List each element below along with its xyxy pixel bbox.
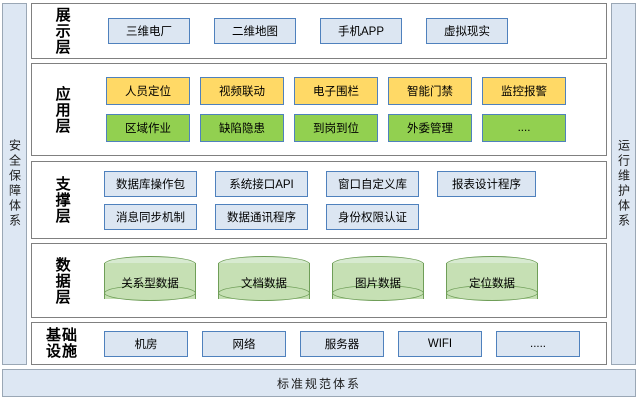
layer-support-label: 支撑层	[53, 176, 71, 224]
node-report-design-program[interactable]: 报表设计程序	[437, 170, 536, 197]
layer-application-body: 人员定位 视频联动 电子围栏 智能门禁 监控报警 区域作业 缺陷隐患 到岗到位 …	[92, 64, 606, 155]
layer-presentation-label: 展示层	[53, 7, 71, 55]
layer-data-label: 数据层	[53, 256, 71, 305]
layer-infrastructure-body: 机房 网络 服务器 WIFI .....	[92, 323, 606, 364]
bottom-panel-standards: 标准规范体系	[2, 369, 636, 397]
cylinder-image-data[interactable]: 图片数据	[332, 255, 424, 306]
node-server-room[interactable]: 机房	[104, 330, 188, 357]
node-system-interface-api[interactable]: 系统接口API	[215, 170, 308, 197]
cylinder-positioning-data[interactable]: 定位数据	[446, 255, 538, 306]
layer-data-body: 关系型数据 文档数据 图片数据 定	[92, 244, 606, 317]
cylinder-relational-data[interactable]: 关系型数据	[104, 255, 196, 306]
node-area-operations[interactable]: 区域作业	[106, 114, 190, 142]
layer-support-row-1: 数据库操作包 系统接口API 窗口自定义库 报表设计程序	[92, 170, 606, 197]
right-side-panel-operations: 运行维护体系	[611, 3, 636, 365]
node-wifi[interactable]: WIFI	[398, 330, 482, 357]
node-electronic-fence[interactable]: 电子围栏	[294, 77, 378, 105]
node-outsourcing-management[interactable]: 外委管理	[388, 114, 472, 142]
node-infrastructure-more[interactable]: .....	[496, 330, 580, 357]
layer-support-row-2: 消息同步机制 数据通讯程序 身份权限认证	[92, 203, 606, 230]
node-database-operation-package[interactable]: 数据库操作包	[104, 170, 197, 197]
layer-presentation-row: 三维电厂 二维地图 手机APP 虚拟现实	[92, 18, 606, 44]
layer-infrastructure-label: 基础设施	[32, 328, 92, 359]
layer-presentation-body: 三维电厂 二维地图 手机APP 虚拟现实	[92, 4, 606, 58]
cylinder-label: 文档数据	[241, 277, 287, 290]
layer-data-row: 关系型数据 文档数据 图片数据 定	[92, 255, 606, 306]
layer-infrastructure-row: 机房 网络 服务器 WIFI .....	[92, 330, 606, 357]
left-side-panel-label: 安全保障体系	[7, 139, 22, 229]
node-window-custom-library[interactable]: 窗口自定义库	[326, 170, 419, 197]
layer-application-row-2: 区域作业 缺陷隐患 到岗到位 外委管理 ....	[92, 114, 606, 142]
node-message-sync-mechanism[interactable]: 消息同步机制	[104, 203, 197, 230]
cylinder-bottom-ellipse	[446, 284, 538, 301]
layer-application: 应用层 人员定位 视频联动 电子围栏 智能门禁 监控报警 区域作业 缺陷隐患 到…	[31, 63, 607, 156]
cylinder-label: 关系型数据	[121, 277, 179, 290]
node-3d-plant[interactable]: 三维电厂	[108, 18, 190, 44]
layer-data: 数据层 关系型数据 文档数据	[31, 243, 607, 318]
right-side-panel-label: 运行维护体系	[616, 139, 631, 229]
node-application-more[interactable]: ....	[482, 114, 566, 142]
layer-infrastructure-label-text: 基础设施	[45, 327, 78, 360]
node-defect-hazard[interactable]: 缺陷隐患	[200, 114, 284, 142]
node-virtual-reality[interactable]: 虚拟现实	[426, 18, 508, 44]
cylinder-label: 图片数据	[355, 277, 401, 290]
node-data-communication-program[interactable]: 数据通讯程序	[215, 203, 308, 230]
layer-support-body: 数据库操作包 系统接口API 窗口自定义库 报表设计程序 消息同步机制 数据通讯…	[92, 162, 606, 238]
node-servers[interactable]: 服务器	[300, 330, 384, 357]
node-surveillance-alarm[interactable]: 监控报警	[482, 77, 566, 105]
cylinder-bottom-ellipse	[218, 284, 310, 301]
cylinder-label: 定位数据	[469, 277, 515, 290]
node-on-post-on-duty[interactable]: 到岗到位	[294, 114, 378, 142]
node-smart-access-control[interactable]: 智能门禁	[388, 77, 472, 105]
node-identity-permission-auth[interactable]: 身份权限认证	[326, 203, 419, 230]
node-mobile-app[interactable]: 手机APP	[320, 18, 402, 44]
node-network[interactable]: 网络	[202, 330, 286, 357]
layer-presentation: 展示层 三维电厂 二维地图 手机APP 虚拟现实	[31, 3, 607, 59]
left-side-panel-security: 安全保障体系	[2, 3, 27, 365]
layer-infrastructure: 基础设施 机房 网络 服务器 WIFI .....	[31, 322, 607, 365]
cylinder-bottom-ellipse	[332, 284, 424, 301]
cylinder-bottom-ellipse	[104, 284, 196, 301]
layer-application-row-1: 人员定位 视频联动 电子围栏 智能门禁 监控报警	[92, 77, 606, 105]
layer-support: 支撑层 数据库操作包 系统接口API 窗口自定义库 报表设计程序 消息同步机制 …	[31, 161, 607, 239]
bottom-panel-label: 标准规范体系	[276, 376, 361, 391]
layer-application-label: 应用层	[53, 85, 71, 134]
node-video-linkage[interactable]: 视频联动	[200, 77, 284, 105]
node-personnel-positioning[interactable]: 人员定位	[106, 77, 190, 105]
node-2d-map[interactable]: 二维地图	[214, 18, 296, 44]
cylinder-document-data[interactable]: 文档数据	[218, 255, 310, 306]
